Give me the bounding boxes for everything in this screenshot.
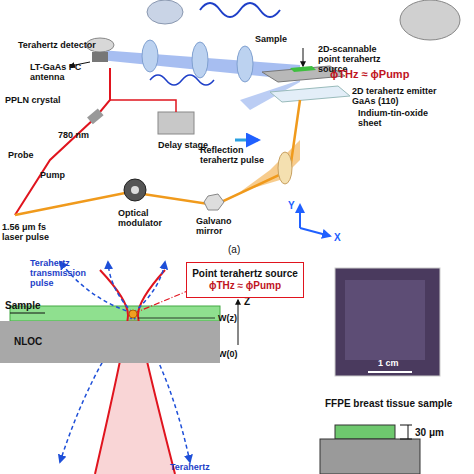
probe-beam (110, 100, 176, 112)
galvano-mirror (204, 194, 224, 210)
callout-box: Point terahertz sourceϕTHz ≈ ϕPump (186, 262, 304, 298)
dimension-line (400, 439, 412, 440)
axis-arrow (300, 228, 330, 236)
label-text: Sample (255, 34, 300, 44)
thz-wave (150, 75, 214, 85)
label-text: Terahertz detector (18, 40, 108, 50)
label-text: Probe (8, 150, 48, 160)
ito-sheet (270, 86, 350, 102)
label-text: 1.56 μm fs laser pulse (2, 222, 62, 242)
label-text: PPLN crystal (5, 95, 75, 105)
label-text: X (334, 232, 348, 243)
lens (142, 40, 158, 72)
label-text: 780 nm (58, 130, 98, 140)
label-text: 2D terahertz emitter GaAs (110) (352, 86, 444, 106)
label-text: LT-GaAs PC antenna (30, 62, 82, 82)
node-text: NLOC (14, 336, 220, 348)
tissue-photo (335, 268, 440, 376)
crystal-block: NLOC (0, 321, 220, 363)
sample-layer (10, 306, 220, 321)
lens (278, 152, 292, 184)
node-text: ϕTHz ≈ ϕPump (189, 280, 301, 292)
axis-arrow (238, 300, 239, 345)
sample-layer (335, 425, 395, 439)
label-text: Terahertz transmission pulse (30, 258, 110, 288)
label-text: W(z) (218, 313, 248, 323)
label-text: Galvano mirror (196, 216, 256, 236)
leader-line (303, 48, 304, 66)
pump-focus (138, 270, 175, 474)
probe-beam (15, 68, 110, 215)
label-text: Terahertz (170, 462, 230, 472)
node-text: Point terahertz source (189, 268, 301, 280)
label-text: Reflection terahertz pulse (200, 145, 275, 165)
label-text: Pump (40, 170, 80, 180)
substrate (320, 439, 420, 474)
photo-frame (335, 268, 440, 376)
sample-layer (290, 66, 316, 72)
point-source (129, 310, 137, 318)
leader-line (10, 313, 45, 314)
pump-cone (240, 140, 300, 192)
lens (237, 46, 253, 82)
label-text: 30 μm (415, 427, 460, 438)
reflection-arrow (235, 139, 258, 142)
dimension-line (408, 425, 409, 439)
pc-antenna (92, 52, 108, 62)
lens (192, 42, 208, 78)
label-text: Sample (5, 300, 45, 311)
scale-bar (368, 371, 412, 373)
dimension-line (400, 425, 412, 426)
parabolic-mirror (400, 0, 460, 40)
leader-line (137, 290, 190, 312)
dimension-line (138, 318, 215, 319)
label-text: ϕTHz ≈ ϕPump (330, 68, 420, 80)
label-text: W(0) (218, 349, 248, 359)
axis-arrow (299, 205, 301, 228)
delay-stage (158, 112, 194, 134)
optical-chopper (131, 186, 139, 194)
label-text: FFPE breast tissue sample (325, 398, 465, 409)
ppln-crystal (87, 108, 104, 124)
label-text: Y (288, 200, 302, 211)
tissue-photo (345, 280, 425, 360)
thz-wave (200, 3, 280, 17)
thz-ray (133, 262, 165, 313)
label-text: Indium-tin-oxide sheet (358, 108, 438, 128)
label-text: (a) (228, 244, 258, 255)
pump-beam (15, 100, 300, 215)
optical-chopper (124, 179, 146, 201)
label-text: 1 cm (378, 358, 418, 368)
parabolic-mirror (147, 0, 183, 24)
label-text: Optical modulator (118, 208, 178, 228)
thz-ray (108, 262, 133, 313)
